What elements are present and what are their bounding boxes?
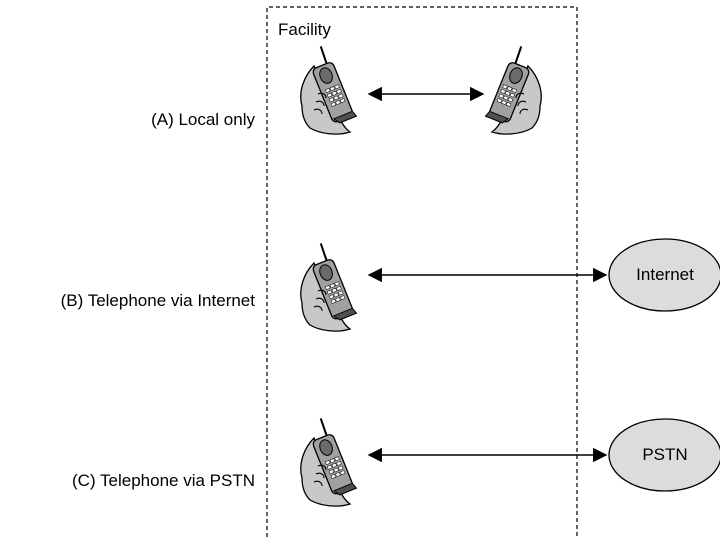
internet-label: Internet <box>636 265 694 284</box>
row-label-internet: (B) Telephone via Internet <box>60 291 255 310</box>
facility-label: Facility <box>278 20 331 39</box>
row-label-local: (A) Local only <box>151 110 255 129</box>
pstn-cloud <box>608 418 720 492</box>
cell-phone-icon <box>299 42 358 136</box>
pstn-label: PSTN <box>642 445 688 464</box>
cell-phone-icon <box>484 42 543 136</box>
cell-phone-icon <box>299 239 358 333</box>
row-label-pstn: (C) Telephone via PSTN <box>72 471 255 490</box>
internet-cloud <box>608 238 720 312</box>
cell-phone-icon <box>299 414 358 508</box>
